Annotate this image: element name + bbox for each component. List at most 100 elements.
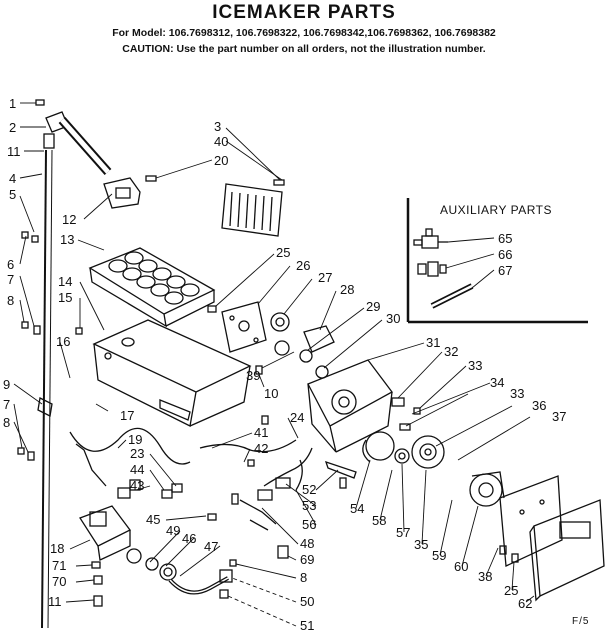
icemaker-housing: [92, 319, 252, 427]
callout-52: 52: [302, 482, 316, 497]
aux-tube-part: [430, 283, 474, 309]
callout-26: 26: [296, 258, 310, 273]
callout-1: 1: [9, 96, 16, 111]
shield-plate: [221, 183, 283, 237]
callout-33: 33: [468, 358, 482, 373]
left-clip: [37, 397, 53, 417]
callout-24: 24: [290, 410, 304, 425]
callout-11: 11: [48, 594, 62, 609]
ejector-lever: [324, 460, 357, 479]
leader-lines: [13, 102, 535, 627]
callout-58: 58: [372, 513, 386, 528]
callout-44: 44: [130, 462, 144, 477]
callout-8: 8: [7, 293, 14, 308]
timing-gear: [411, 435, 445, 469]
footer-code: F/5: [572, 616, 590, 627]
callout-39: 39: [246, 368, 260, 383]
callout-17: 17: [120, 408, 134, 423]
callout-20: 20: [214, 153, 228, 168]
callout-34: 34: [490, 375, 504, 390]
callout-36: 36: [532, 398, 546, 413]
callout-9: 9: [3, 377, 10, 392]
drive-gear: [270, 312, 290, 332]
left-small-screws: [17, 99, 45, 461]
callout-60: 60: [454, 559, 468, 574]
callout-19: 19: [128, 432, 142, 447]
valve-fittings: [117, 479, 217, 521]
callout-29: 29: [366, 299, 380, 314]
callout-7: 7: [3, 397, 10, 412]
part-69-grommet: [277, 545, 289, 559]
callout-69: 69: [300, 552, 314, 567]
callout-11: 11: [7, 144, 21, 159]
callout-51: 51: [300, 618, 314, 633]
callout-54: 54: [350, 501, 364, 516]
mounting-plate: [221, 301, 267, 353]
callout-45: 45: [146, 512, 160, 527]
callout-62: 62: [518, 596, 532, 611]
callout-23: 23: [130, 446, 144, 461]
callout-70: 70: [52, 574, 66, 589]
callout-28: 28: [340, 282, 354, 297]
mold-heater-and-cam: [362, 431, 410, 464]
mounting-cover: [499, 475, 563, 567]
callout-43: 43: [130, 478, 144, 493]
callout-5: 5: [9, 187, 16, 202]
callout-numbers: 1 2 11 4 5 6 7 8 3 40 20 12 13 25 26 27 …: [3, 96, 566, 633]
shutoff-arm-cam: [274, 325, 335, 379]
callout-14: 14: [58, 274, 72, 289]
callout-48: 48: [300, 536, 314, 551]
aux-fitting-part: [417, 261, 447, 277]
callout-47: 47: [204, 539, 218, 554]
fill-tube-lower: [168, 569, 233, 595]
callout-4: 4: [9, 171, 16, 186]
callout-30: 30: [386, 311, 400, 326]
callout-46: 46: [182, 531, 196, 546]
callout-50: 50: [300, 594, 314, 609]
callout-42: 42: [254, 441, 268, 456]
callout-2: 2: [9, 120, 16, 135]
lower-screws: [219, 545, 519, 599]
callout-35: 35: [414, 537, 428, 552]
auxiliary-parts-box: [406, 198, 588, 324]
callout-25: 25: [504, 583, 518, 598]
callout-37: 37: [552, 409, 566, 424]
callout-10: 10: [264, 386, 278, 401]
auxiliary-parts-title: AUXILIARY PARTS: [440, 203, 552, 217]
mid-screws: [75, 305, 347, 505]
callout-18: 18: [50, 541, 64, 556]
callout-6: 6: [7, 257, 14, 272]
callout-53: 53: [302, 498, 316, 513]
callout-25: 25: [276, 245, 290, 260]
callout-67: 67: [498, 263, 512, 278]
callout-49: 49: [166, 523, 180, 538]
caution-note: CAUTION: Use the part number on all orde…: [122, 43, 486, 55]
callout-41: 41: [254, 425, 268, 440]
thermostat-and-leads: [239, 477, 291, 531]
fill-tube-rod: [41, 149, 53, 629]
callout-59: 59: [432, 548, 446, 563]
callout-32: 32: [444, 344, 458, 359]
callout-8: 8: [300, 570, 307, 585]
callout-3: 3: [214, 119, 221, 134]
control-housing: [307, 359, 393, 453]
callout-56: 56: [302, 517, 316, 532]
callout-12: 12: [62, 212, 76, 227]
callout-66: 66: [498, 247, 512, 262]
callout-33: 33: [510, 386, 524, 401]
callout-71: 71: [52, 558, 66, 573]
callout-38: 38: [478, 569, 492, 584]
callout-31: 31: [426, 335, 440, 350]
callout-65: 65: [498, 231, 512, 246]
drive-motor: [469, 471, 505, 507]
top-screws: [145, 175, 285, 186]
aux-valve-part: [413, 228, 448, 249]
callout-8: 8: [3, 415, 10, 430]
callout-15: 15: [58, 290, 72, 305]
bracket-part: [103, 177, 141, 209]
callout-40: 40: [214, 134, 228, 149]
page-title: ICEMAKER PARTS: [212, 2, 396, 23]
front-cover: [529, 499, 605, 602]
